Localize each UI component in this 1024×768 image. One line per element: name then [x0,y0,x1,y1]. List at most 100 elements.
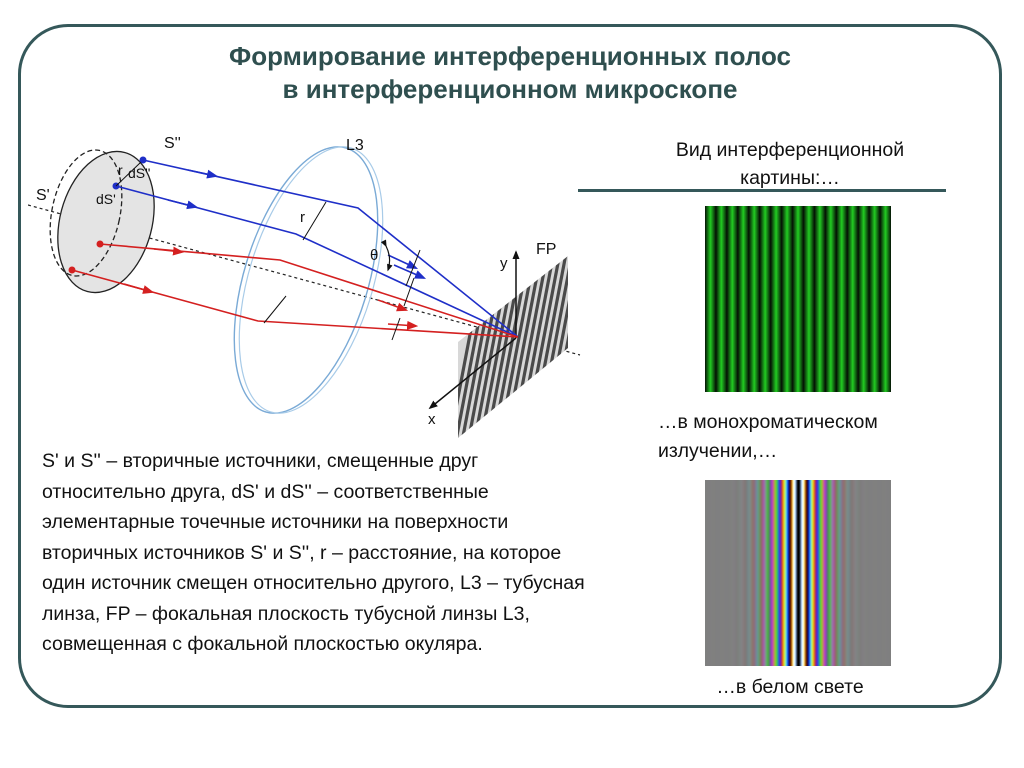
white-fringe-column [872,480,874,666]
white-fringe-column [818,480,820,666]
white-fringe-column [712,480,714,666]
white-fringe-column [826,480,828,666]
theta-arc [380,239,393,272]
white-fringe-column [883,480,885,666]
r-marker-red [263,295,287,324]
red-ray-upper [99,243,519,338]
white-fringe-column [807,480,809,666]
white-fringe-column [752,480,754,666]
white-fringe-column [855,480,857,666]
white-fringe-column [753,480,755,666]
white-fringe-column [831,480,833,666]
white-fringe-column [827,480,829,666]
white-fringe-column [719,480,721,666]
label-r: r [300,209,305,226]
white-fringe-column [724,480,726,666]
white-fringe-column [803,480,805,666]
white-fringe-column [878,480,880,666]
mono-fringe [759,206,771,392]
white-fringe-column [856,480,858,666]
white-fringe-column [765,480,767,666]
white-fringe-column [816,480,818,666]
white-fringe-column [733,480,735,666]
white-fringe-column [808,480,810,666]
white-fringe-column [756,480,758,666]
white-fringe-column [884,480,886,666]
white-fringe-column [709,480,711,666]
white-fringe-column [890,480,891,666]
white-fringe-column [800,480,802,666]
red-arrow-2 [123,283,155,294]
white-fringe-column [761,480,763,666]
white-fringe-column [861,480,863,666]
white-fringe-column [833,480,835,666]
white-fringe-column [793,480,795,666]
white-fringe-column [776,480,778,666]
white-fringe-column [853,480,855,666]
white-fringe-column [859,480,861,666]
white-fringe-column [786,480,788,666]
blue-arrow-4 [393,264,427,279]
white-fringe-column [716,480,718,666]
white-fringe-column [780,480,782,666]
mono-fringe [803,206,815,392]
label-theta: θ [370,247,378,264]
point-s1-lower [68,266,76,274]
label-fp: FP [536,241,556,258]
white-fringe-column [854,480,856,666]
white-fringe-column [748,480,750,666]
mono-fringe [705,206,716,392]
r-marker-blue [302,201,327,241]
x-axis [428,337,517,410]
blue-arrow-2 [167,199,199,210]
white-fringe-column [866,480,868,666]
white-fringe-column [842,480,844,666]
white-fringe-column [744,480,746,666]
white-fringe-column [790,480,792,666]
white-fringe-column [791,480,793,666]
white-fringe-column [849,480,851,666]
white-fringe-column [741,480,743,666]
white-fringe-column [769,480,771,666]
white-fringe-column [862,480,864,666]
source-s-prime-disk [57,150,155,294]
white-fringe-column [768,480,770,666]
white-fringe-column [819,480,821,666]
white-fringe-column [750,480,752,666]
white-fringe-column [802,480,804,666]
white-fringe-column [867,480,869,666]
white-fringe-column [868,480,870,666]
white-fringe-column [755,480,757,666]
white-fringe-column [841,480,843,666]
white-fringe-column [788,480,790,666]
fp-stripe [564,256,568,438]
white-fringe-column [873,480,875,666]
mono-fringe [792,206,804,392]
white-fringe-column [734,480,736,666]
mono-fringe [858,206,870,392]
white-fringe-column [729,480,731,666]
white-fringe-column [805,480,807,666]
white-fringe-column [822,480,824,666]
white-fringe-column [824,480,826,666]
white-fringe-column [876,480,878,666]
lens-l3-inner [238,146,384,414]
r-small-marker [115,161,142,187]
mono-fringe [847,206,859,392]
mono-fringe [880,206,891,392]
white-fringe-column [850,480,852,666]
white-fringe-column [713,480,715,666]
white-fringe-column [879,480,881,666]
white-fringe-column [828,480,830,666]
label-s1: S' [36,187,50,204]
white-fringe-column [794,480,796,666]
white-fringe-column [813,480,815,666]
white-fringe-column [852,480,854,666]
white-light-fringes-image [705,480,891,666]
white-fringe-column [715,480,717,666]
white-fringe-column [821,480,823,666]
white-fringe-column [766,480,768,666]
white-fringe-column [877,480,879,666]
white-fringe-column [837,480,839,666]
lens-l3-outer [233,146,379,414]
